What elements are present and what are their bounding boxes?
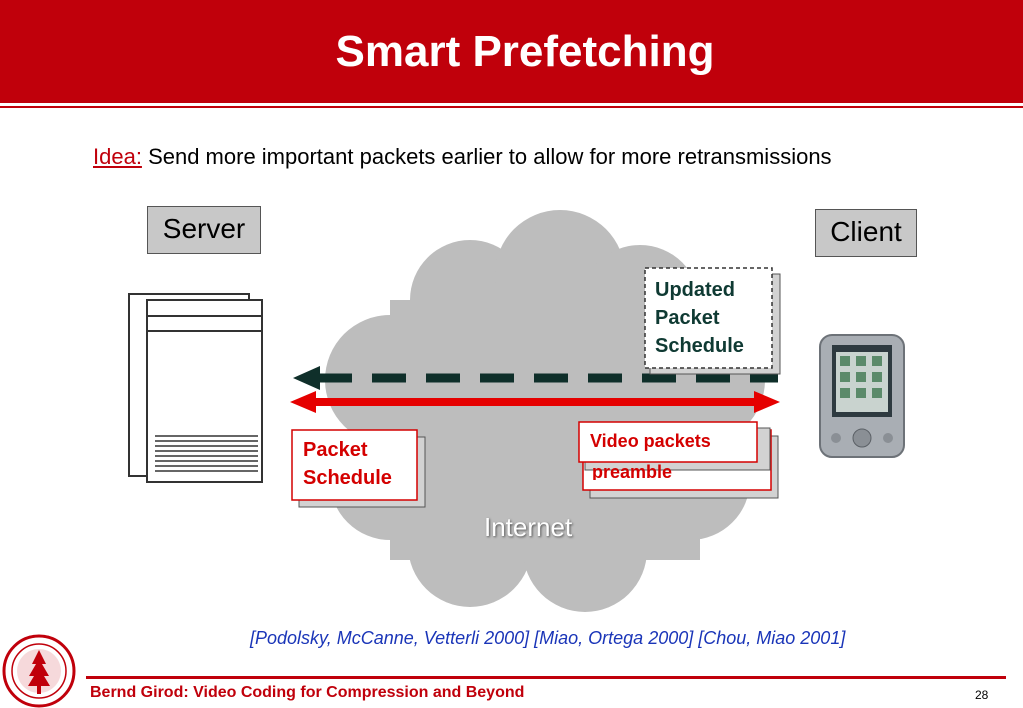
updated-schedule-line: Schedule [655, 335, 744, 357]
idea-line: Idea: Send more important packets earlie… [93, 144, 832, 170]
updated-schedule-text: Updated Packet Schedule [655, 276, 744, 360]
title-bar-rule [0, 100, 1023, 103]
video-packets-box [578, 421, 758, 463]
client-label: Client [815, 209, 917, 257]
slide-title: Smart Prefetching [335, 27, 715, 76]
video-packets-text: Video packets [590, 431, 711, 451]
updated-schedule-line: Packet [655, 307, 720, 329]
server-icon [128, 293, 263, 483]
server-label: Server [147, 206, 261, 254]
packet-schedule-line: Packet [303, 439, 368, 461]
preamble-text: preamble [592, 462, 673, 480]
university-seal-logo [2, 634, 76, 708]
feedback-arrow [293, 366, 778, 390]
packet-schedule-box [291, 429, 418, 501]
title-bar [0, 0, 1023, 100]
idea-label: Idea: [93, 144, 142, 169]
page-number: 28 [975, 688, 989, 702]
citation: [Podolsky, McCanne, Vetterli 2000] [Miao… [250, 628, 846, 648]
data-arrow [290, 391, 780, 413]
internet-label: Internet [484, 512, 573, 542]
footer-rule [86, 676, 1006, 679]
packet-schedule-line: Schedule [303, 467, 392, 489]
footer-author-title: Bernd Girod: Video Coding for Compressio… [90, 684, 525, 701]
packet-schedule-text: Packet Schedule [303, 436, 392, 492]
pda-icon [819, 334, 905, 458]
updated-schedule-line: Updated [655, 279, 735, 301]
title-bar-rule-thin [0, 106, 1023, 108]
idea-text: Send more important packets earlier to a… [148, 144, 832, 169]
updated-schedule-box [644, 267, 773, 369]
